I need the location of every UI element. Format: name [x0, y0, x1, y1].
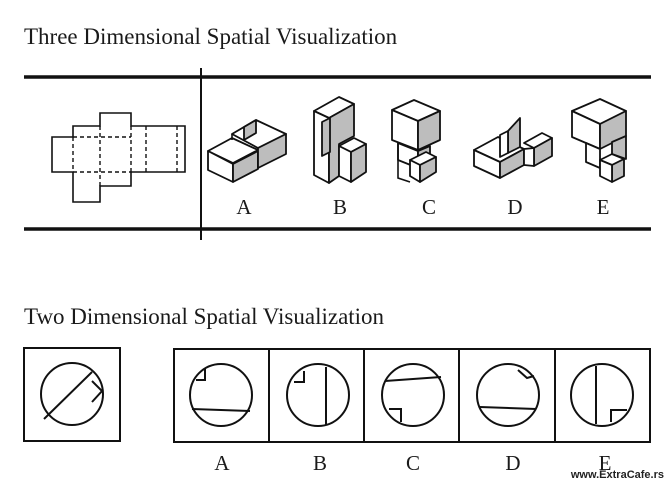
two-d-option-c-figure — [381, 363, 445, 427]
watermark: www.ExtraCafe.rs — [570, 469, 664, 481]
three-d-option-d-label[interactable]: D — [507, 195, 522, 219]
three-d-option-a-figure — [207, 119, 287, 183]
two-d-option-a-label[interactable]: A — [214, 451, 230, 475]
two-d-option-d-label[interactable]: D — [505, 451, 520, 475]
two-d-section-title: Two Dimensional Spatial Visualization — [24, 304, 385, 329]
three-d-option-b-figure — [313, 96, 367, 184]
two-d-question-figure — [23, 347, 121, 442]
three-d-question-frame — [24, 68, 651, 240]
three-d-option-a-label[interactable]: A — [236, 195, 252, 219]
two-d-option-d-figure — [476, 363, 540, 427]
two-d-option-a-figure — [189, 363, 253, 427]
three-d-option-d-figure — [473, 117, 553, 179]
two-d-option-b-label[interactable]: B — [313, 451, 327, 475]
two-d-option-e-label[interactable]: E — [599, 451, 612, 475]
three-d-option-e-figure — [571, 98, 627, 183]
two-d-options-strip — [173, 348, 651, 443]
two-d-option-c-label[interactable]: C — [406, 451, 420, 475]
three-d-option-c-figure — [391, 99, 441, 183]
two-d-option-e-figure — [570, 363, 634, 427]
three-d-option-e-label[interactable]: E — [597, 195, 610, 219]
three-d-option-c-label[interactable]: C — [422, 195, 436, 219]
unfolded-net — [51, 112, 186, 203]
three-d-option-b-label[interactable]: B — [333, 195, 347, 219]
three-d-section-title: Three Dimensional Spatial Visualization — [24, 24, 398, 49]
two-d-option-b-figure — [286, 363, 350, 427]
